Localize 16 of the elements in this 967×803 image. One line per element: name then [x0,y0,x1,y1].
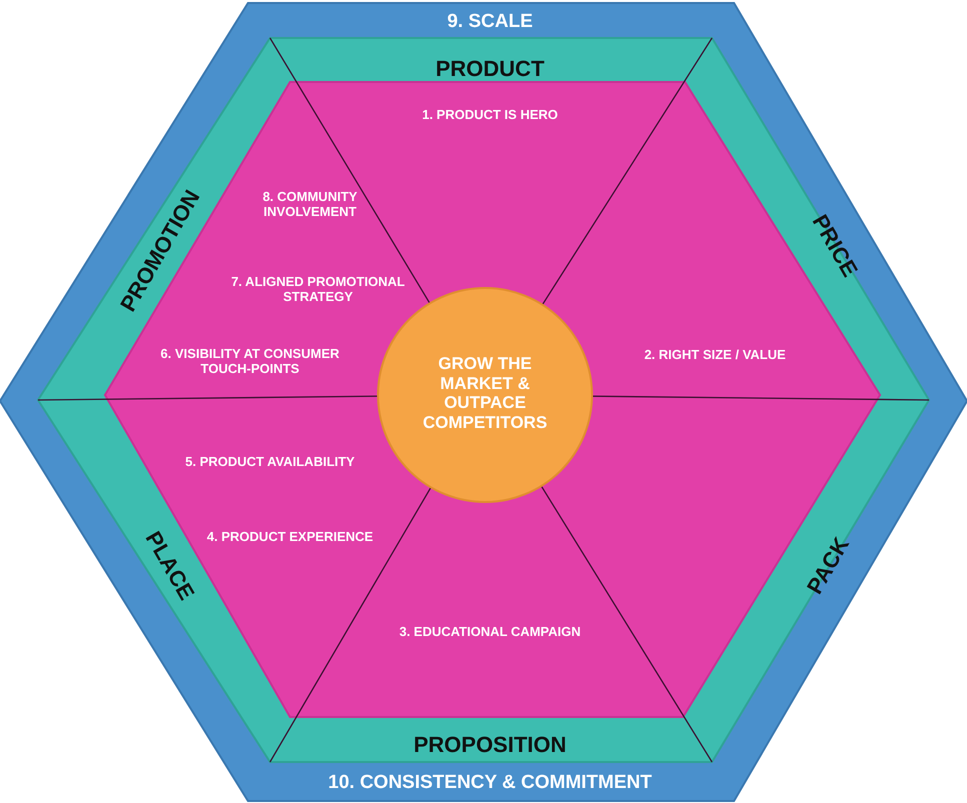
center-circle [377,287,593,503]
item-label: 1. PRODUCT IS HERO [421,108,559,122]
band-label: 9. SCALE [446,11,534,33]
segment-label: PROPOSITION [412,732,568,757]
item-label: 3. EDUCATIONAL CAMPAIGN [398,624,582,640]
center-label: GROW THE MARKET & OUTPACE COMPETITORS [422,354,548,432]
item-label: 2. RIGHT SIZE / VALUE [643,348,787,362]
item-label: 7. ALIGNED PROMOTIONAL STRATEGY [230,275,406,305]
segment-label: PRODUCT [434,56,546,81]
item-label: 8. COMMUNITY INVOLVEMENT [262,190,358,220]
middle-hexagon-band [38,38,929,762]
band-label: 10. CONSISTENCY & COMMITMENT [327,772,653,794]
item-label: 4. PRODUCT EXPERIENCE [206,530,374,544]
outer-hexagon-band [0,3,967,801]
item-label: 6. VISIBILITY AT CONSUMER TOUCH-POINTS [160,347,340,377]
item-label: 5. PRODUCT AVAILABILITY [184,454,356,470]
